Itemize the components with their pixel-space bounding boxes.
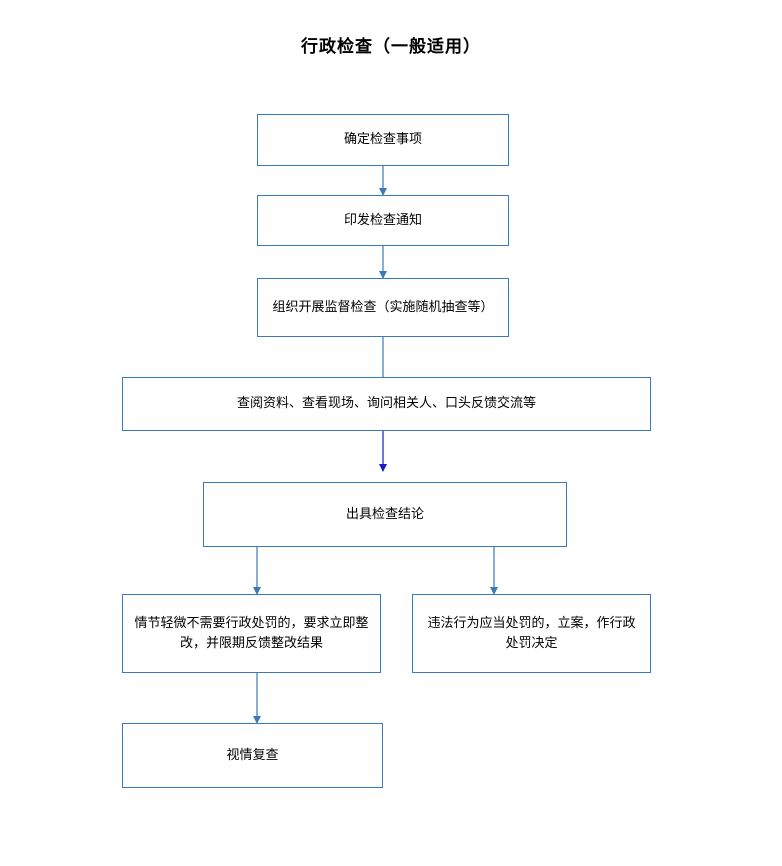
step-issue-conclusion-label: 出具检查结论 — [345, 506, 424, 522]
step-minor-rectify: 情节轻微不需要行政处罚的，要求立即整改，并限期反馈整改结果 — [122, 594, 381, 673]
step-issue-conclusion: 出具检查结论 — [203, 482, 567, 547]
step-confirm-items: 确定检查事项 — [257, 114, 509, 166]
step-conduct-inspection-label: 组织开展监督检查（实施随机抽查等） — [272, 299, 494, 315]
step-recheck: 视情复查 — [122, 723, 383, 788]
step-issue-notice: 印发检查通知 — [257, 195, 509, 246]
step-review-materials-label: 查阅资料、查看现场、询问相关人、口头反馈交流等 — [236, 396, 536, 411]
step-conduct-inspection: 组织开展监督检查（实施随机抽查等） — [257, 278, 509, 337]
step-confirm-items-label: 确定检查事项 — [343, 132, 422, 147]
step-penalty-decision-label: 违法行为应当处罚的，立案，作行政处罚决定 — [427, 615, 636, 651]
step-minor-rectify-label: 情节轻微不需要行政处罚的，要求立即整改，并限期反馈整改结果 — [134, 615, 369, 651]
step-recheck-label: 视情复查 — [226, 747, 279, 763]
diagram-title: 行政检查（一般适用） — [301, 37, 481, 57]
step-issue-notice-label: 印发检查通知 — [343, 212, 422, 228]
step-review-materials: 查阅资料、查看现场、询问相关人、口头反馈交流等 — [122, 377, 651, 431]
step-penalty-decision: 违法行为应当处罚的，立案，作行政处罚决定 — [412, 594, 651, 673]
